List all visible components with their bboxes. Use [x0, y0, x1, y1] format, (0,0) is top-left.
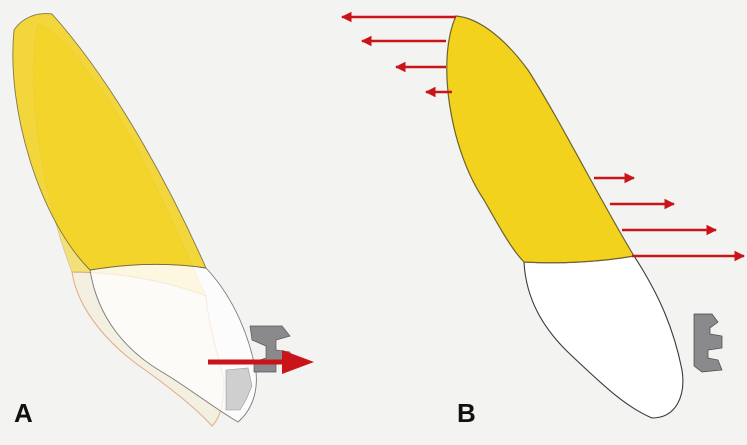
panel-label-b: B: [457, 400, 476, 426]
panel-label-a: A: [14, 400, 33, 426]
tooth-b-crown: [524, 256, 683, 418]
tooth-b-root: [447, 16, 634, 263]
tooth-a-root-tipped: [13, 14, 206, 270]
panel-b: [342, 16, 744, 418]
bracket-b: [694, 314, 722, 372]
panel-a: [13, 14, 314, 426]
force-arrows-b-left: [342, 17, 456, 92]
